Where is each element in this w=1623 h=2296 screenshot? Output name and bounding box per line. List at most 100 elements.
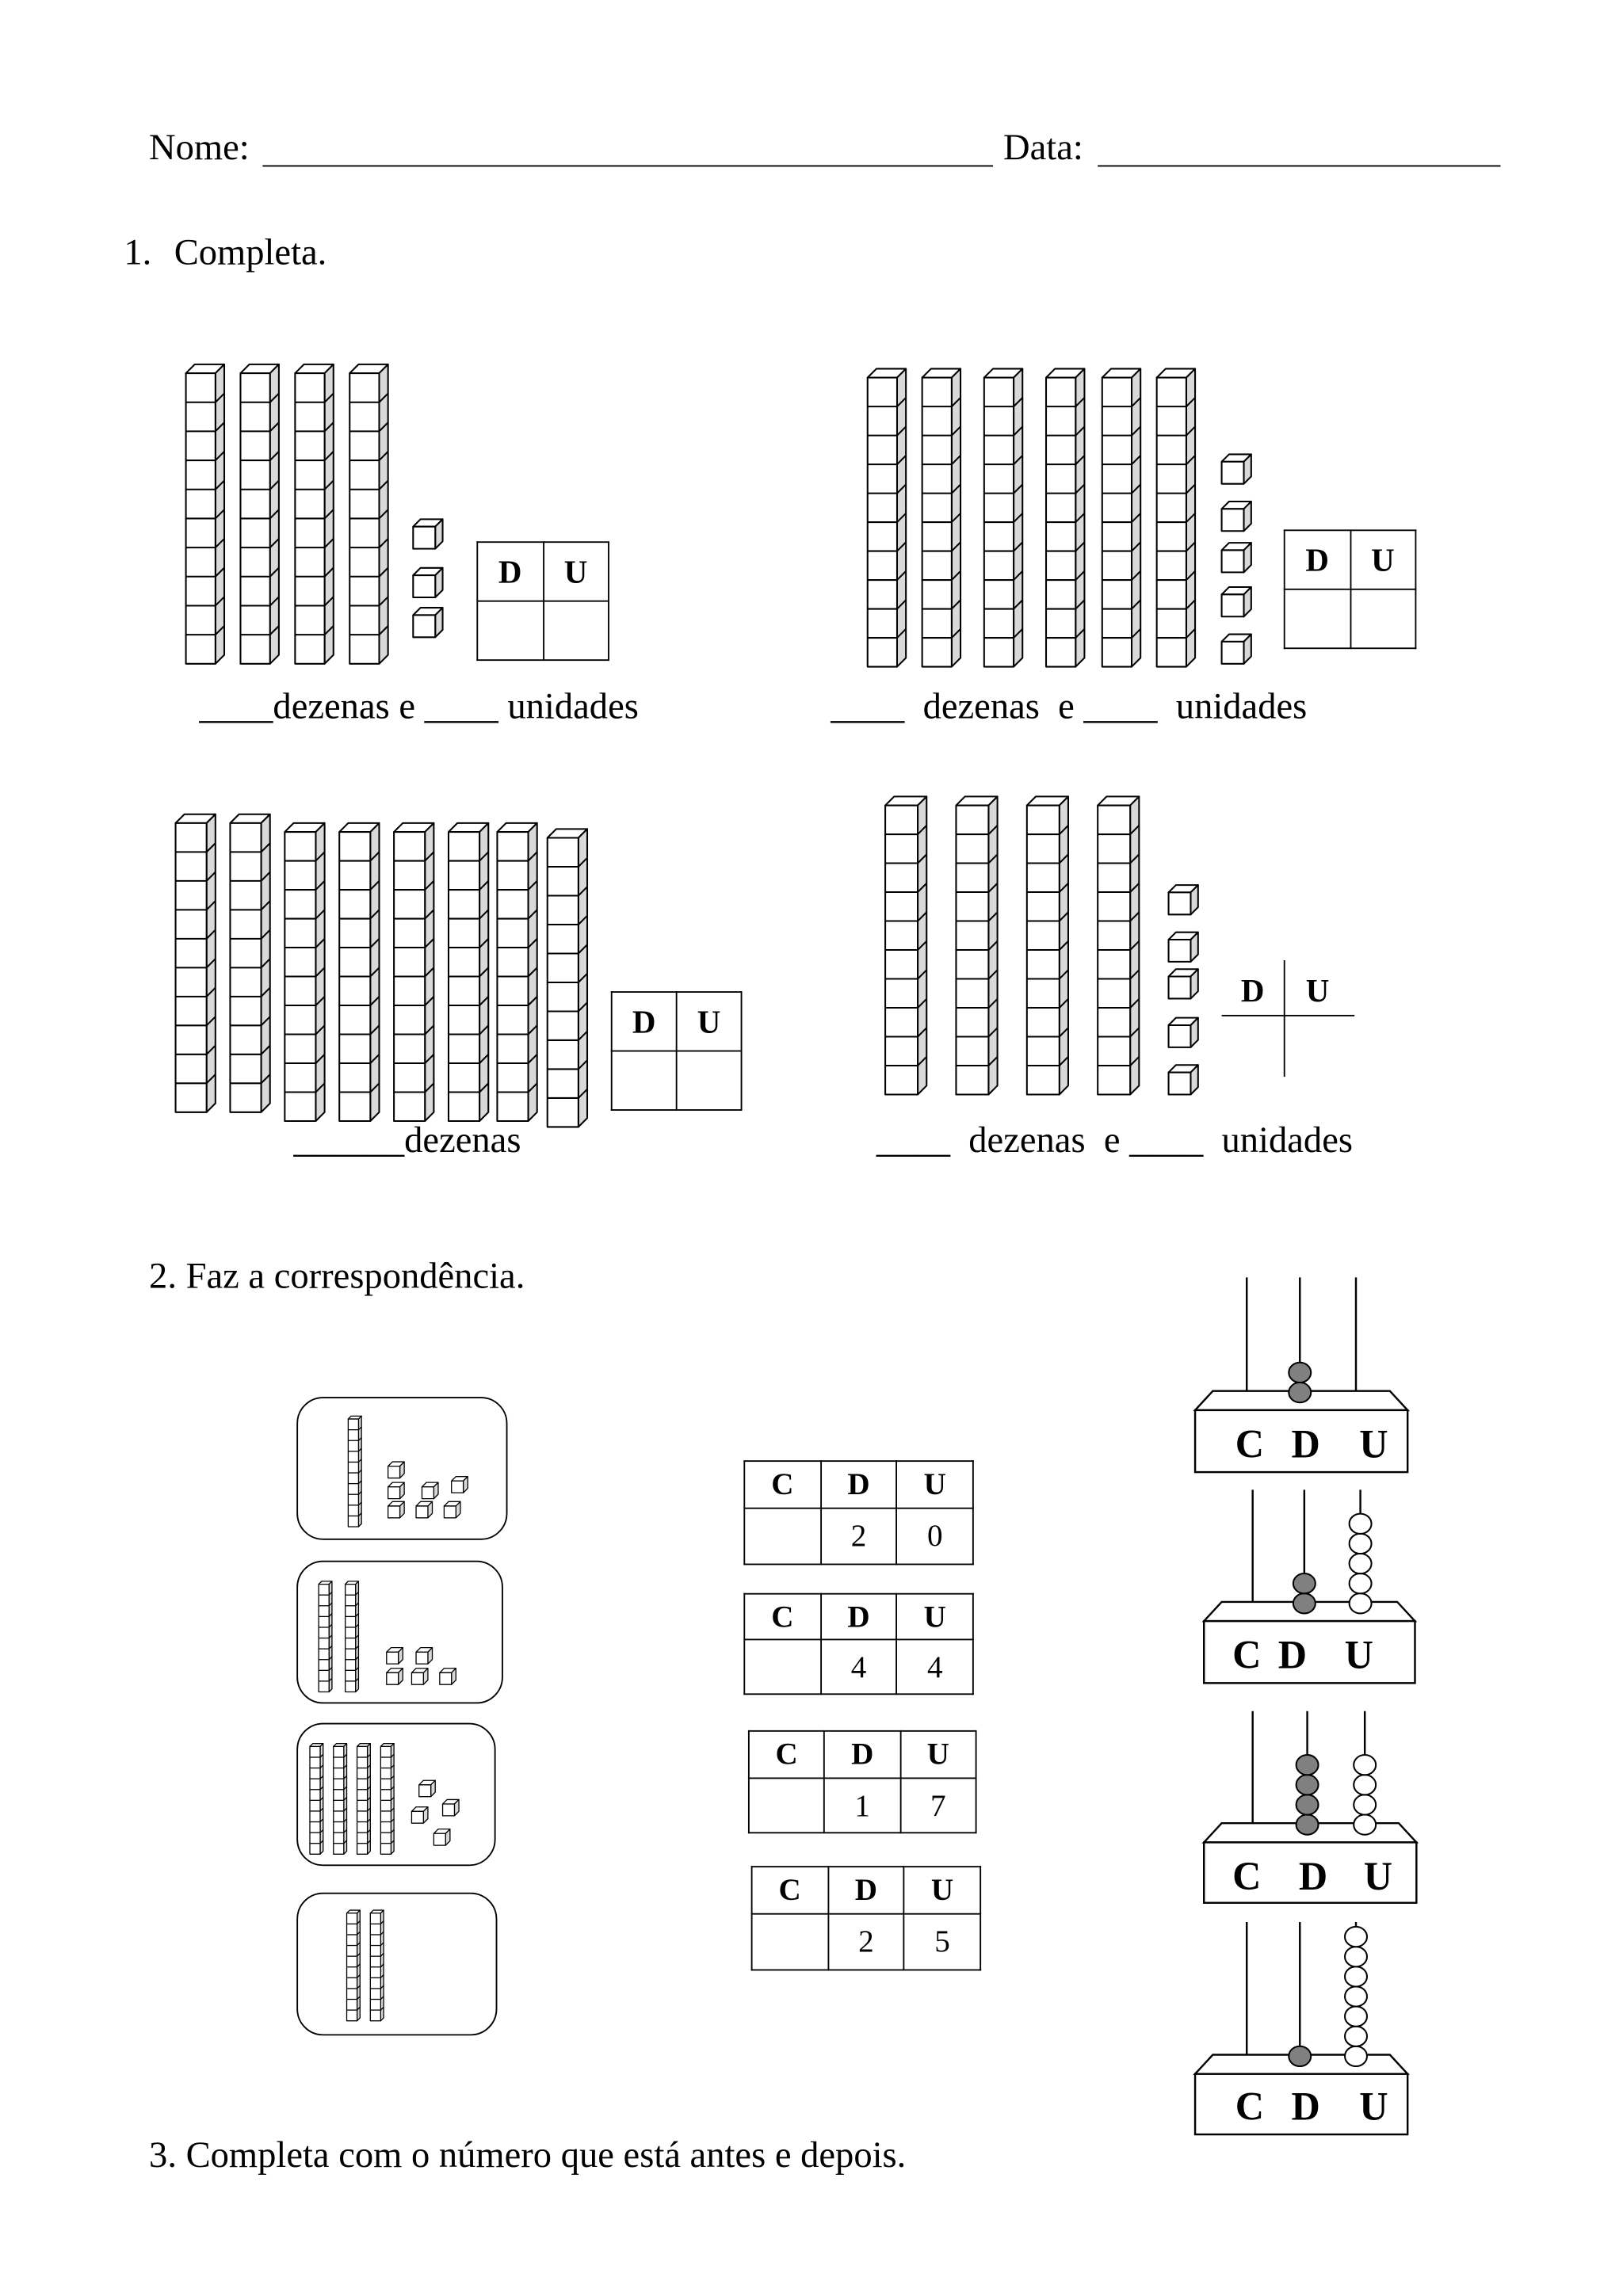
unit-divider bbox=[390, 1775, 395, 1779]
unit-cube bbox=[418, 1779, 436, 1798]
units-value: 7 bbox=[899, 1777, 977, 1834]
unit-divider bbox=[1131, 397, 1141, 407]
unit-cube bbox=[1167, 1064, 1199, 1096]
unit-divider bbox=[479, 1024, 489, 1035]
unit-bead bbox=[1344, 2045, 1368, 2068]
unit-divider bbox=[424, 996, 435, 1006]
unit-divider bbox=[527, 996, 538, 1006]
unit-divider bbox=[323, 392, 334, 403]
exercise-1-title: Completa. bbox=[174, 233, 327, 273]
unit-divider bbox=[357, 1952, 361, 1957]
unit-divider bbox=[319, 1797, 324, 1801]
ten-bead bbox=[1292, 1592, 1316, 1615]
front-face bbox=[388, 1486, 401, 1500]
unit-divider bbox=[917, 883, 927, 893]
front-face bbox=[1220, 549, 1245, 574]
units-cell bbox=[542, 600, 609, 662]
unit-divider bbox=[479, 851, 489, 862]
unit-divider bbox=[357, 1469, 362, 1474]
unit-divider bbox=[987, 883, 999, 893]
unit-divider bbox=[987, 1027, 999, 1038]
unit-divider bbox=[578, 973, 588, 983]
unit-divider bbox=[205, 1016, 216, 1027]
unit-cube bbox=[415, 1501, 433, 1519]
abacus-base bbox=[1203, 1619, 1416, 1684]
unit-cube bbox=[412, 518, 444, 550]
tens-header: D bbox=[1240, 971, 1265, 1009]
unit-cube bbox=[451, 1476, 468, 1493]
unit-divider bbox=[527, 967, 538, 978]
units-header: U bbox=[896, 1592, 974, 1641]
unit-divider bbox=[319, 1753, 324, 1758]
tens-value: 2 bbox=[819, 1507, 898, 1566]
unit-divider bbox=[315, 967, 326, 978]
unit-divider bbox=[578, 944, 588, 955]
tens-header: D bbox=[819, 1460, 898, 1509]
unit-divider bbox=[917, 911, 927, 922]
unit-divider bbox=[315, 1082, 326, 1093]
units-header: U bbox=[1349, 529, 1417, 590]
unit-divider bbox=[1186, 513, 1196, 523]
unit-divider bbox=[367, 1775, 371, 1779]
ten-rod bbox=[1101, 368, 1142, 668]
unit-divider bbox=[369, 938, 380, 948]
unit-divider bbox=[527, 1082, 538, 1093]
unit-divider bbox=[479, 880, 489, 891]
unit-cube bbox=[386, 1646, 403, 1665]
hundreds-cell bbox=[743, 1638, 822, 1695]
ten-bead bbox=[1288, 1361, 1312, 1384]
unit-divider bbox=[1059, 969, 1069, 980]
unit-divider bbox=[578, 1001, 588, 1013]
unit-divider bbox=[1013, 599, 1023, 610]
front-face bbox=[1220, 508, 1245, 532]
unit-cube bbox=[1167, 968, 1199, 1000]
unit-divider bbox=[205, 958, 216, 969]
unit-bead bbox=[1344, 2025, 1368, 2047]
unit-divider bbox=[367, 1807, 371, 1812]
unit-bead bbox=[1353, 1814, 1377, 1836]
unit-divider bbox=[479, 1082, 489, 1093]
unit-divider bbox=[367, 1840, 371, 1844]
exercise-1-number: 1. bbox=[124, 233, 152, 273]
ten-bead bbox=[1295, 1814, 1319, 1836]
unit-cube bbox=[1167, 884, 1199, 916]
exercise-2-title: 2. Faz a correspondência. bbox=[149, 1257, 525, 1297]
unit-divider bbox=[1059, 1056, 1069, 1066]
unit-divider bbox=[917, 1027, 927, 1038]
ten-rod bbox=[356, 1743, 371, 1855]
unit-bead bbox=[1344, 2005, 1368, 2027]
unit-divider bbox=[479, 996, 489, 1006]
ten-rod bbox=[318, 1581, 333, 1693]
unit-divider bbox=[1129, 940, 1140, 951]
card-blocks-4 bbox=[346, 1909, 384, 2022]
unit-divider bbox=[1013, 397, 1023, 407]
front-face bbox=[451, 1480, 464, 1493]
unit-divider bbox=[896, 425, 907, 437]
unit-divider bbox=[917, 1056, 927, 1066]
unit-cube bbox=[411, 1668, 429, 1685]
front-face bbox=[411, 1672, 424, 1685]
unit-divider bbox=[323, 625, 334, 635]
unit-divider bbox=[205, 1044, 216, 1055]
abacus-base bbox=[1193, 2073, 1409, 2136]
hundreds-cell bbox=[743, 1507, 822, 1566]
unit-divider bbox=[527, 851, 538, 862]
unit-divider bbox=[1013, 541, 1023, 552]
unit-divider bbox=[896, 599, 907, 610]
hundreds-cell bbox=[750, 1913, 829, 1971]
unit-divider bbox=[424, 967, 435, 978]
unit-divider bbox=[260, 871, 271, 882]
abacus-1-label-d: D bbox=[1291, 1421, 1320, 1466]
tens-header: D bbox=[610, 991, 678, 1052]
abacus-1-label-u: U bbox=[1359, 1421, 1388, 1466]
ten-rod bbox=[347, 1415, 362, 1527]
unit-divider bbox=[951, 570, 961, 581]
unit-divider bbox=[987, 911, 999, 922]
unit-divider bbox=[987, 969, 999, 980]
unit-divider bbox=[323, 421, 334, 433]
unit-divider bbox=[367, 1753, 371, 1758]
unit-divider bbox=[343, 1840, 347, 1844]
du-cross-chart: D U bbox=[1221, 960, 1355, 1077]
unit-divider bbox=[1129, 853, 1140, 864]
